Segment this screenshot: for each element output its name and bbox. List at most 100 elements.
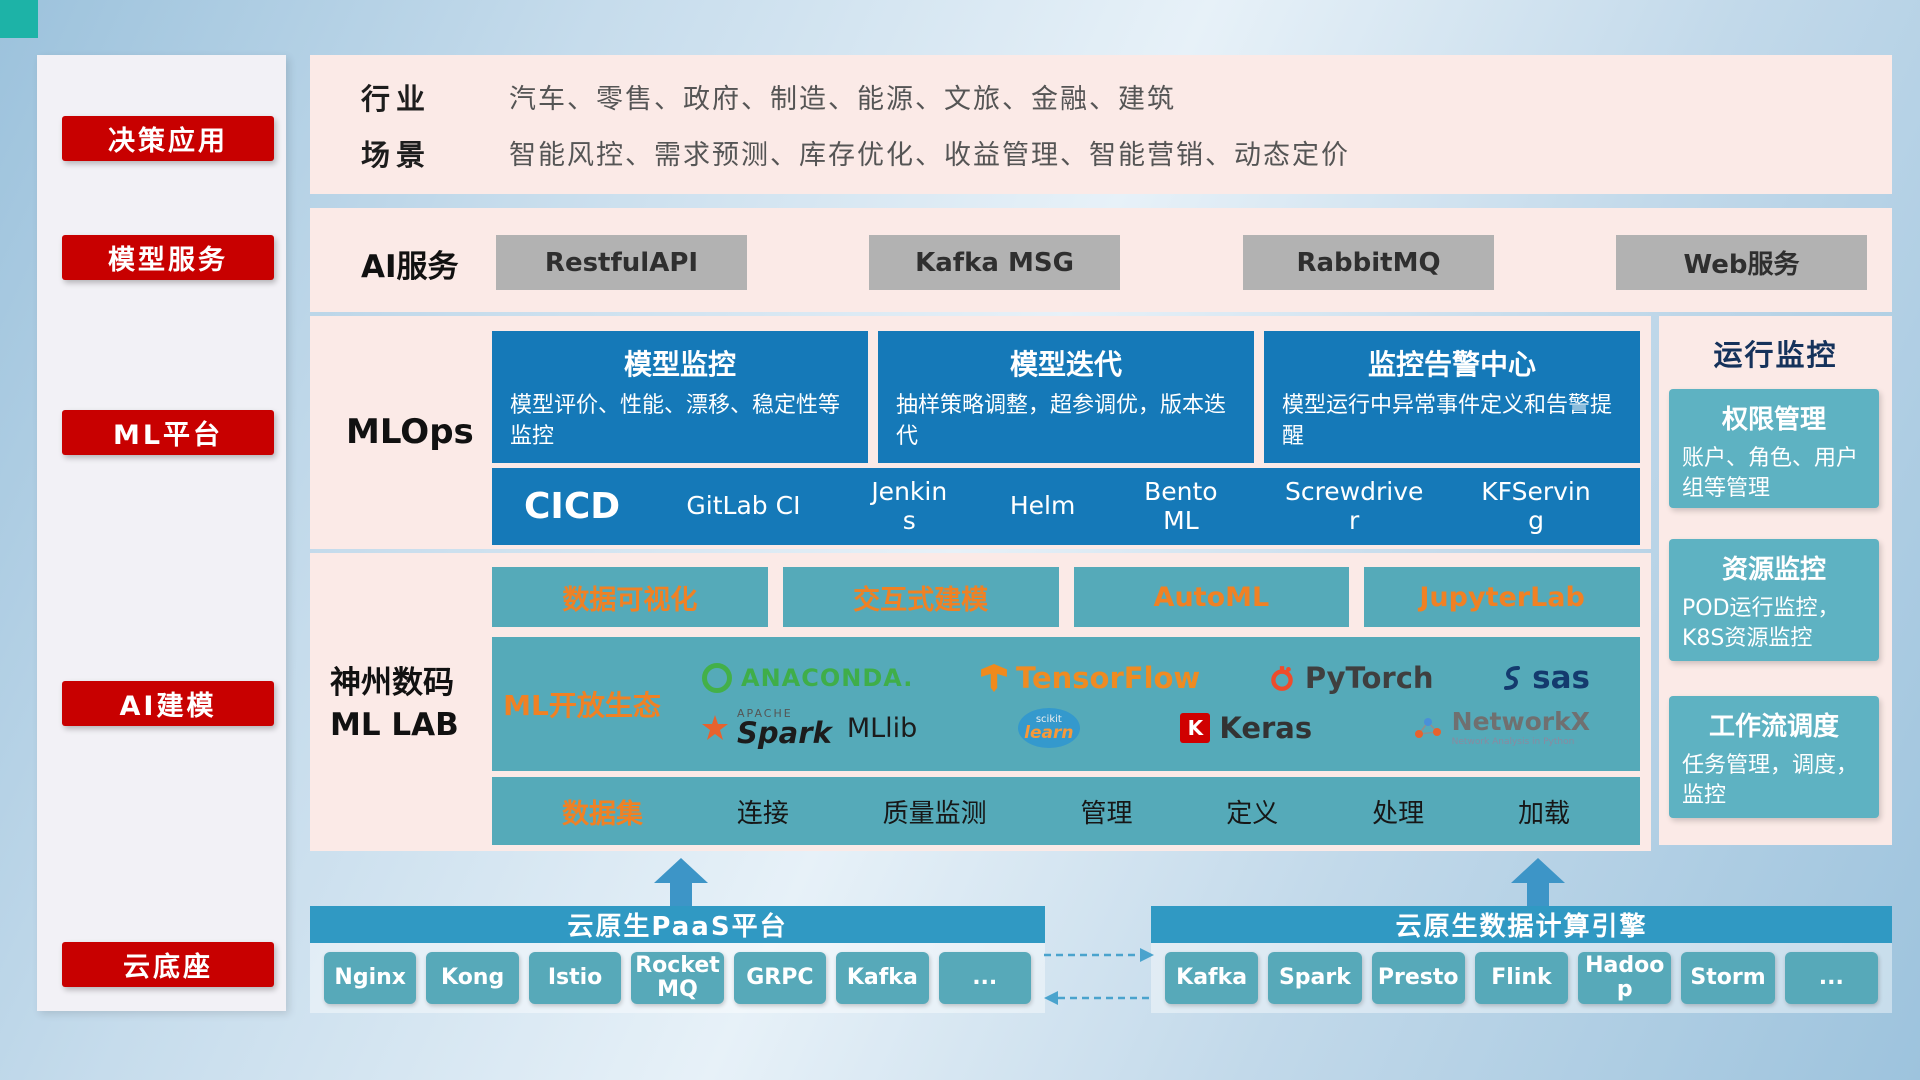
arrow-right-icon bbox=[1140, 948, 1154, 962]
kafka-engine-button[interactable]: Kafka bbox=[1165, 952, 1259, 1004]
corner-decoration bbox=[0, 0, 38, 38]
sidebar-item-ml-platform[interactable]: ML平台 bbox=[62, 410, 274, 455]
web-service-button[interactable]: Web服务 bbox=[1616, 235, 1867, 290]
card-desc: 抽样策略调整，超参调优，版本迭代 bbox=[896, 393, 1227, 449]
mlops-panel: MLOps 模型监控 模型评价、性能、漂移、稳定性等监控 模型迭代 抽样策略调整… bbox=[310, 316, 1651, 549]
presto-button[interactable]: Presto bbox=[1371, 952, 1465, 1004]
interactive-modeling-button[interactable]: 交互式建模 bbox=[782, 567, 1059, 627]
mllib-wordmark: MLlib bbox=[846, 712, 918, 744]
spark-mllib-logo: APACHE Spark MLlib bbox=[702, 708, 917, 748]
operation-monitor-title: 运行监控 bbox=[1713, 338, 1838, 372]
networkx-wordmark: NetworkX Network Analysis in Python bbox=[1451, 707, 1590, 748]
sas-logo: sas bbox=[1501, 660, 1590, 696]
tensorflow-icon bbox=[981, 664, 1007, 692]
card-desc: POD运行监控，K8S资源监控 bbox=[1682, 596, 1840, 651]
kong-button[interactable]: Kong bbox=[426, 952, 519, 1004]
model-monitoring-card: 模型监控 模型评价、性能、漂移、稳定性等监控 bbox=[492, 331, 868, 463]
mllab-label-line2: ML LAB bbox=[330, 706, 459, 743]
networkx-text: NetworkX bbox=[1451, 707, 1590, 737]
industry-list: 汽车、零售、政府、制造、能源、文旅、金融、建筑 bbox=[509, 84, 1176, 115]
hadoop-button[interactable]: Hadoop bbox=[1578, 952, 1672, 1004]
arrow-left-icon bbox=[1044, 991, 1058, 1005]
scenario-label: 场景 bbox=[361, 137, 432, 172]
tensorflow-wordmark: TensorFlow bbox=[1016, 661, 1201, 695]
automl-button[interactable]: AutoML bbox=[1073, 567, 1350, 627]
tensorflow-logo: TensorFlow bbox=[981, 661, 1200, 695]
dataset-item-connect: 连接 bbox=[736, 798, 789, 829]
card-title: 资源监控 bbox=[1721, 555, 1826, 585]
industry-row: 行业 汽车、零售、政府、制造、能源、文旅、金融、建筑 bbox=[310, 69, 1892, 125]
rocketmq-button[interactable]: RocketMQ bbox=[631, 952, 724, 1004]
data-engine-bar: 云原生数据计算引擎 bbox=[1151, 906, 1892, 943]
sidebar-item-cloud-base[interactable]: 云底座 bbox=[62, 942, 274, 987]
arrow-stem bbox=[670, 883, 692, 906]
paas-platform-bar: 云原生PaaS平台 bbox=[310, 906, 1045, 943]
storm-button[interactable]: Storm bbox=[1681, 952, 1775, 1004]
pytorch-flame-icon bbox=[1271, 666, 1293, 691]
networkx-subtitle: Network Analysis in Python bbox=[1451, 737, 1575, 748]
resource-monitor-card: 资源监控 POD运行监控，K8S资源监控 bbox=[1669, 539, 1879, 661]
restfulapi-button[interactable]: RestfulAPI bbox=[496, 235, 747, 290]
cicd-tool-jenkins: Jenkins bbox=[871, 476, 948, 535]
sidebar-item-ai-modeling[interactable]: AI建模 bbox=[62, 681, 274, 726]
keras-wordmark: Keras bbox=[1219, 711, 1313, 745]
dataset-item-quality: 质量监测 bbox=[882, 798, 987, 829]
dashed-connector-arrows bbox=[1044, 948, 1154, 1005]
more-button[interactable]: ... bbox=[938, 952, 1031, 1004]
industry-label: 行业 bbox=[361, 81, 432, 116]
permission-management-card: 权限管理 账户、角色、用户组等管理 bbox=[1669, 389, 1879, 508]
mlops-label: MLOps bbox=[346, 412, 474, 452]
card-title: 模型监控 bbox=[623, 348, 736, 381]
nginx-button[interactable]: Nginx bbox=[324, 952, 417, 1004]
paas-buttons-strip: Nginx Kong Istio RocketMQ GRPC Kafka ... bbox=[310, 943, 1045, 1013]
ecosystem-logo-row-1: ANACONDA. TensorFlow PyTorch bbox=[672, 660, 1620, 696]
anaconda-ring-icon bbox=[702, 663, 732, 693]
dataset-row: 数据集 连接 质量监测 管理 定义 处理 加载 bbox=[492, 777, 1640, 845]
grpc-button[interactable]: GRPC bbox=[733, 952, 827, 1004]
dataset-label: 数据集 bbox=[562, 798, 643, 830]
ecosystem-logo-row-2: APACHE Spark MLlib scikit learn K Keras bbox=[672, 708, 1620, 748]
model-iteration-card: 模型迭代 抽样策略调整，超参调优，版本迭代 bbox=[878, 331, 1254, 463]
card-desc: 模型运行中异常事件定义和告警提醒 bbox=[1282, 393, 1613, 449]
rabbitmq-button[interactable]: RabbitMQ bbox=[1243, 235, 1494, 290]
industry-scenario-panel: 行业 汽车、零售、政府、制造、能源、文旅、金融、建筑 场景 智能风控、需求预测、… bbox=[310, 55, 1892, 194]
cicd-tool-bentoml: BentoML bbox=[1144, 476, 1218, 535]
data-visualization-button[interactable]: 数据可视化 bbox=[492, 567, 768, 627]
workflow-scheduler-card: 工作流调度 任务管理，调度，监控 bbox=[1669, 696, 1879, 818]
spark-text: Spark bbox=[737, 716, 832, 750]
keras-logo: K Keras bbox=[1180, 711, 1312, 745]
more-engine-button[interactable]: ... bbox=[1784, 952, 1878, 1004]
engine-buttons-strip: Kafka Spark Presto Flink Hadoop Storm ..… bbox=[1151, 943, 1892, 1013]
arrow-stem bbox=[1527, 883, 1549, 906]
mlops-cards: 模型监控 模型评价、性能、漂移、稳定性等监控 模型迭代 抽样策略调整，超参调优，… bbox=[492, 331, 1640, 463]
jupyterlab-button[interactable]: JupyterLab bbox=[1364, 567, 1640, 627]
card-title: 权限管理 bbox=[1721, 405, 1826, 435]
scikit-learn-logo: scikit learn bbox=[1017, 708, 1080, 748]
arrow-head bbox=[654, 858, 708, 883]
cicd-tool-screwdriver: Screwdriver bbox=[1284, 476, 1424, 535]
mllab-feature-row: 数据可视化 交互式建模 AutoML JupyterLab bbox=[492, 567, 1640, 627]
card-title: 模型迭代 bbox=[1009, 348, 1122, 381]
networkx-logo: NetworkX Network Analysis in Python bbox=[1413, 708, 1590, 747]
arrow-head bbox=[1511, 858, 1565, 883]
flink-button[interactable]: Flink bbox=[1474, 952, 1569, 1004]
ai-service-label: AI服务 bbox=[361, 249, 459, 285]
scikit-learn-badge-icon: scikit learn bbox=[1017, 708, 1080, 748]
kafka-msg-button[interactable]: Kafka MSG bbox=[869, 235, 1120, 290]
istio-button[interactable]: Istio bbox=[528, 952, 622, 1004]
operation-monitor-panel: 运行监控 权限管理 账户、角色、用户组等管理 资源监控 POD运行监控，K8S资… bbox=[1659, 316, 1892, 845]
sidebar-item-model-service[interactable]: 模型服务 bbox=[62, 235, 274, 280]
scenario-row: 场景 智能风控、需求预测、库存优化、收益管理、智能营销、动态定价 bbox=[310, 125, 1892, 181]
card-desc: 模型评价、性能、漂移、稳定性等监控 bbox=[510, 393, 841, 449]
spark-button[interactable]: Spark bbox=[1268, 952, 1362, 1004]
card-title: 监控告警中心 bbox=[1367, 348, 1536, 381]
ai-service-panel: AI服务 RestfulAPI Kafka MSG RabbitMQ Web服务 bbox=[310, 208, 1892, 312]
up-arrow-icon bbox=[654, 858, 708, 906]
sidebar-item-decision-app[interactable]: 决策应用 bbox=[62, 116, 274, 161]
keras-k-icon: K bbox=[1180, 713, 1211, 743]
scikit-text: scikit bbox=[1035, 713, 1062, 725]
dataset-item-manage: 管理 bbox=[1080, 798, 1133, 829]
dataset-item-process: 处理 bbox=[1372, 798, 1425, 829]
alert-center-card: 监控告警中心 模型运行中异常事件定义和告警提醒 bbox=[1264, 331, 1640, 463]
kafka-button[interactable]: Kafka bbox=[836, 952, 929, 1004]
